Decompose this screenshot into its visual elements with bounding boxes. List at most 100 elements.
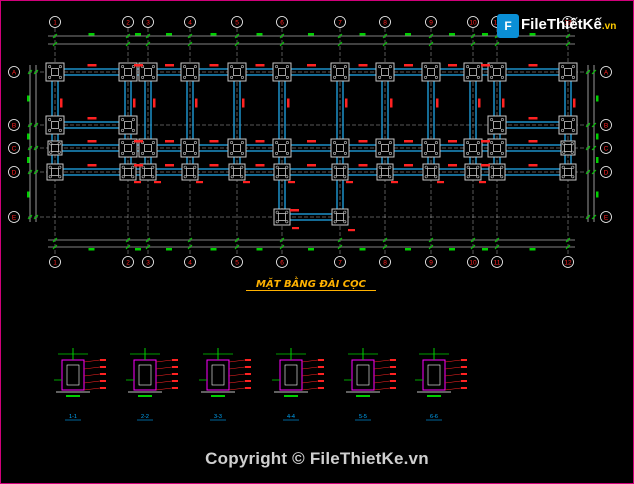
dimension-tick <box>52 244 58 250</box>
pile <box>58 65 62 69</box>
dimension-tick <box>27 69 33 75</box>
pile <box>285 65 289 69</box>
pile <box>466 65 470 69</box>
dimension-tick <box>33 122 39 128</box>
rebar-label <box>100 366 106 368</box>
pile <box>490 165 494 169</box>
dimension-tick <box>279 41 285 47</box>
column <box>124 121 132 129</box>
pile <box>571 118 575 122</box>
rebar-leader <box>155 387 173 391</box>
pile <box>466 141 470 145</box>
dimension-text-mark <box>359 33 366 36</box>
beam-tag <box>307 64 316 67</box>
pile <box>500 151 504 155</box>
rebar-leader <box>301 359 319 363</box>
column <box>381 168 389 176</box>
pile <box>131 118 135 122</box>
axis-bubble-bottom <box>379 256 391 268</box>
beam-tag <box>391 181 398 184</box>
section-detail: 2-2 <box>126 348 178 421</box>
rebar-leader <box>228 373 246 377</box>
section-beam-outline <box>422 359 446 391</box>
axis-bubble-bottom <box>425 256 437 268</box>
pile <box>230 75 234 79</box>
pile <box>476 165 480 169</box>
dimension-tick <box>33 145 39 151</box>
pile <box>561 165 565 169</box>
section-label: 6-6 <box>430 414 438 420</box>
pile <box>49 150 53 154</box>
section-stirrup <box>211 364 225 386</box>
pile <box>121 118 125 122</box>
pile <box>476 175 480 179</box>
pile <box>343 220 347 224</box>
beam-tag <box>358 164 368 167</box>
axis-label-bottom: 7 <box>338 260 342 267</box>
axis-label-left: E <box>12 215 17 222</box>
beam-tag <box>287 98 290 108</box>
dimension-tick <box>33 214 39 220</box>
dimension-tick <box>187 33 193 39</box>
rebar-leader <box>155 359 173 363</box>
pile <box>48 128 52 132</box>
section-dim-text <box>66 395 80 397</box>
column <box>233 68 241 76</box>
beam-tag <box>528 164 538 167</box>
rebar-label <box>390 359 396 361</box>
pile <box>570 142 574 146</box>
section-detail: 1-1 <box>54 348 106 421</box>
beam-tag <box>87 64 97 67</box>
pile <box>121 128 125 132</box>
axis-bubble-top <box>379 16 391 28</box>
pile <box>561 128 565 132</box>
pile <box>193 175 197 179</box>
section-beam-outline <box>133 359 157 391</box>
pile <box>49 142 53 146</box>
site-logo[interactable]: F FileThiếtKế.vn <box>497 12 617 46</box>
pile <box>285 141 289 145</box>
dimension-text-mark <box>449 248 455 251</box>
pile <box>333 175 337 179</box>
axis-label-top: 10 <box>469 20 477 27</box>
pile <box>490 75 494 79</box>
beam-tag <box>307 164 316 167</box>
axis-bubble-bottom <box>276 256 288 268</box>
dimension-tick <box>591 69 597 75</box>
beam-tag <box>255 64 265 67</box>
pile <box>193 141 197 145</box>
dimension-text-mark <box>359 248 366 251</box>
pile <box>275 210 279 214</box>
axis-bubble-top <box>334 16 346 28</box>
section-stirrup <box>427 364 441 386</box>
axis-label-bottom: 8 <box>383 260 387 267</box>
pile <box>48 165 52 169</box>
dimension-tick <box>187 41 193 47</box>
pile <box>424 75 428 79</box>
column <box>124 168 132 176</box>
pile <box>151 75 155 79</box>
axis-bubble-left <box>8 166 20 178</box>
pile <box>500 118 504 122</box>
pile <box>500 141 504 145</box>
dimension-text-mark <box>308 248 314 251</box>
column <box>144 144 152 152</box>
pile <box>151 141 155 145</box>
rebar-leader <box>228 366 246 370</box>
pile <box>490 118 494 122</box>
dimension-text-mark <box>405 248 411 251</box>
pile <box>183 175 187 179</box>
rebar-leader <box>301 373 319 377</box>
section-detail: 6-6 <box>415 348 467 421</box>
dimension-text-mark <box>27 133 30 140</box>
beam-tag <box>390 98 393 108</box>
pile <box>378 141 382 145</box>
rebar-label <box>390 366 396 368</box>
column <box>564 168 572 176</box>
dimension-tick <box>279 237 285 243</box>
pile <box>388 75 392 79</box>
column <box>564 68 572 76</box>
axis-label-right: B <box>604 123 608 130</box>
pile <box>275 151 279 155</box>
axis-bubble-bottom <box>231 256 243 268</box>
